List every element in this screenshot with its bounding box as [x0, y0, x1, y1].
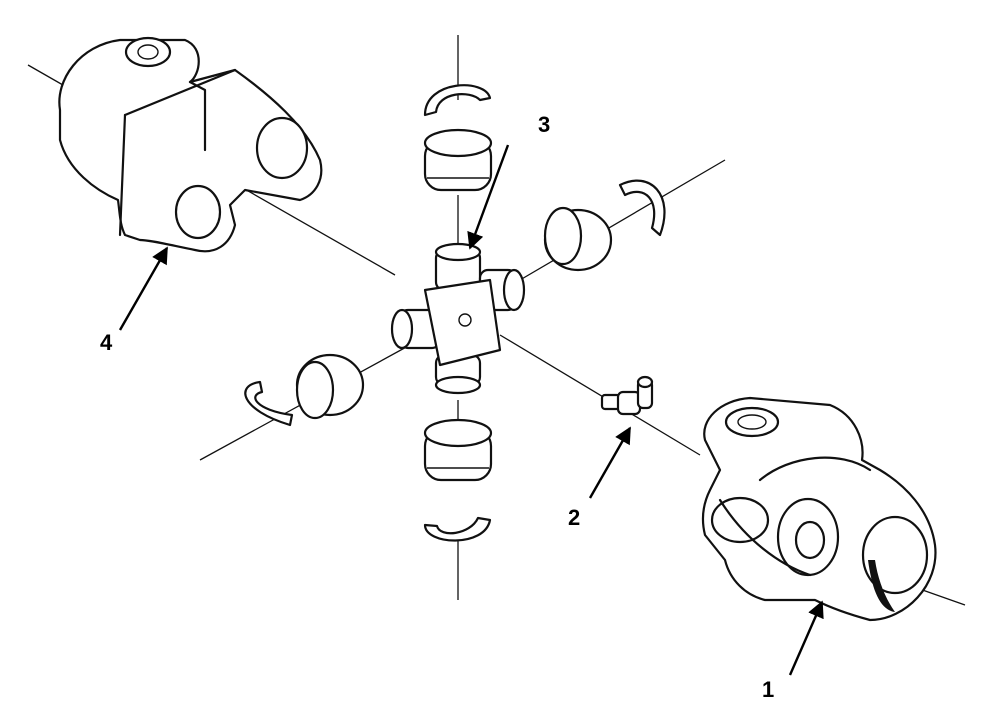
snap-ring-bottom: [423, 516, 492, 542]
callout-2: 2: [568, 505, 580, 530]
callout-4: 4: [100, 330, 113, 355]
leader-4: [118, 246, 169, 331]
cross-spider: [390, 242, 526, 395]
callout-1: 1: [762, 677, 774, 702]
bearing-cap-left: [295, 353, 365, 420]
yoke-upper-left: [58, 36, 323, 253]
bearing-cap-bottom: [423, 418, 493, 482]
leader-2: [588, 426, 632, 499]
callout-labels: 3 4 2 1: [100, 112, 774, 702]
yoke-lower-right: [701, 396, 937, 622]
snap-ring-right: [618, 179, 666, 237]
leader-1: [788, 600, 824, 676]
snap-ring-top: [423, 84, 492, 117]
grease-fitting: [600, 375, 654, 416]
callout-leaders: [118, 144, 824, 676]
leader-3: [467, 144, 510, 250]
bearing-cap-right: [543, 206, 613, 272]
snap-ring-left: [244, 380, 294, 427]
callout-3: 3: [538, 112, 550, 137]
bearing-cap-top: [423, 128, 493, 192]
